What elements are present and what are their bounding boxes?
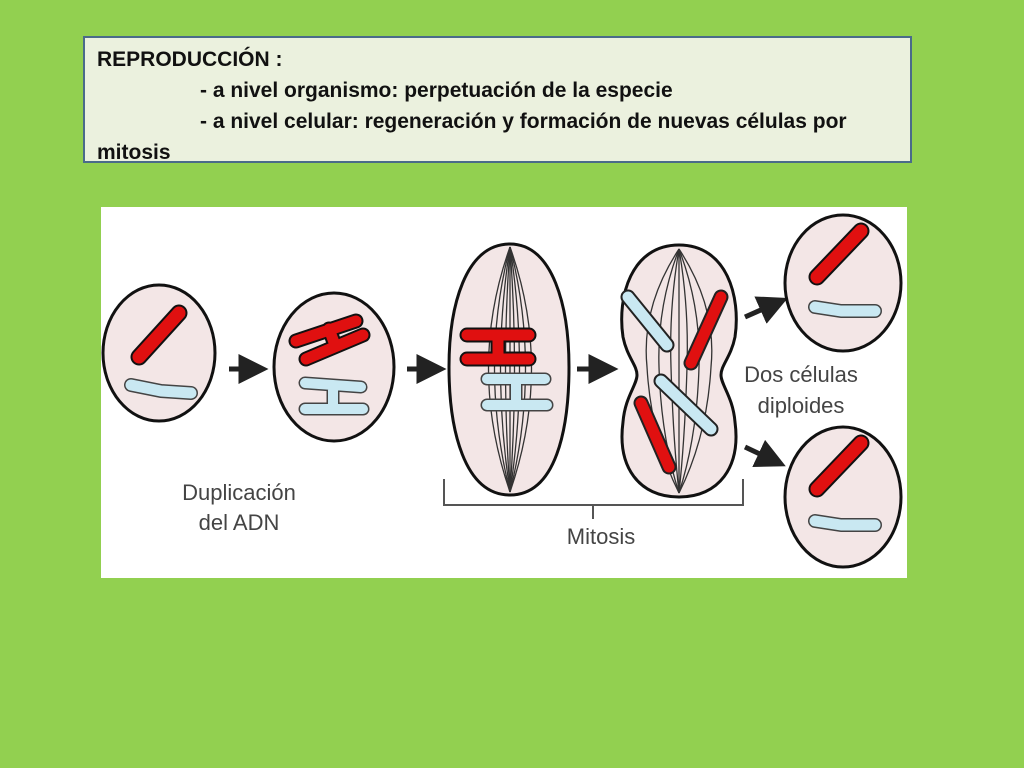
label-duplication-line1: Duplicación bbox=[182, 480, 296, 505]
arrow-5-down bbox=[743, 439, 786, 467]
arrow-4-up bbox=[743, 296, 788, 324]
title-textbox: REPRODUCCIÓN : - a nivel organismo: perp… bbox=[83, 36, 912, 164]
label-mitosis: Mitosis bbox=[567, 524, 635, 549]
cell-initial bbox=[101, 283, 217, 423]
organism-level-line: - a nivel organismo: perpetuación de la … bbox=[200, 79, 673, 102]
cell-duplicated bbox=[272, 291, 396, 443]
daughter-cell-bottom bbox=[783, 425, 903, 569]
label-result-line1: Dos células bbox=[744, 362, 858, 387]
label-duplication-line2: del ADN bbox=[199, 510, 280, 535]
heading: REPRODUCCIÓN : bbox=[97, 48, 283, 71]
cell-anaphase bbox=[620, 243, 738, 499]
daughter-cell-top bbox=[783, 213, 903, 353]
label-result-line2: diploides bbox=[758, 393, 845, 418]
mitosis-bracket bbox=[443, 479, 744, 519]
mitosis-diagram: Duplicación del ADN Mitosis Dos células … bbox=[101, 207, 907, 578]
cellular-level-line: - a nivel celular: regeneración y formac… bbox=[200, 110, 847, 133]
cell-metaphase bbox=[447, 242, 571, 497]
mitosis-diagram-svg: Duplicación del ADN Mitosis Dos células … bbox=[101, 213, 903, 569]
mitosis-word-line: mitosis bbox=[97, 141, 171, 164]
